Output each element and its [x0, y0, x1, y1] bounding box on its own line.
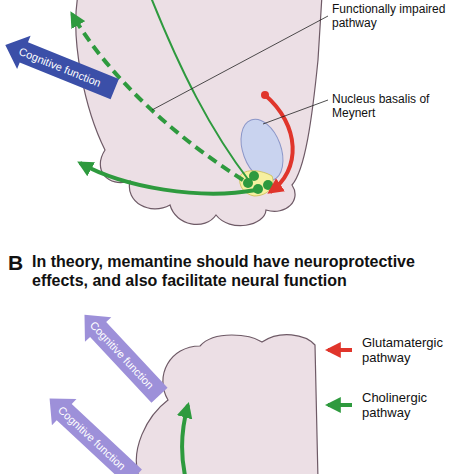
legend-arrow-green: [328, 403, 352, 407]
brain-outline: [76, 0, 322, 226]
cholinergic-pathway: [150, 0, 250, 182]
neuron-dot: [253, 184, 263, 194]
panel-heading: In theory, memantine should have neuropr…: [32, 252, 468, 290]
cognition-arrow: [0, 28, 121, 106]
leader-line: [152, 16, 328, 110]
leader-line: [263, 100, 328, 124]
glutamatergic-pathway: [265, 95, 293, 192]
neuron-dot: [249, 171, 259, 181]
legend-text: Cholinergic pathway: [362, 390, 462, 420]
brain-outline: [136, 335, 318, 474]
cholinergic-pathway: [182, 405, 188, 474]
callout-label: Nucleus basalis of Meynert: [332, 92, 470, 120]
arrow-label: Cognitive function: [88, 319, 156, 391]
legend-arrow-red: [328, 348, 352, 352]
impaired-pathway: [72, 14, 243, 180]
panel-letter: B: [8, 250, 30, 275]
cognition-arrow: [71, 302, 172, 407]
cholinergic-pathway: [80, 163, 256, 194]
callout-label: Functionally impaired pathway: [332, 2, 470, 30]
legend-text: Glutamatergic pathway: [362, 335, 462, 365]
arrow-label: Cognitive function: [56, 404, 128, 472]
cognition-arrow: [37, 385, 146, 474]
